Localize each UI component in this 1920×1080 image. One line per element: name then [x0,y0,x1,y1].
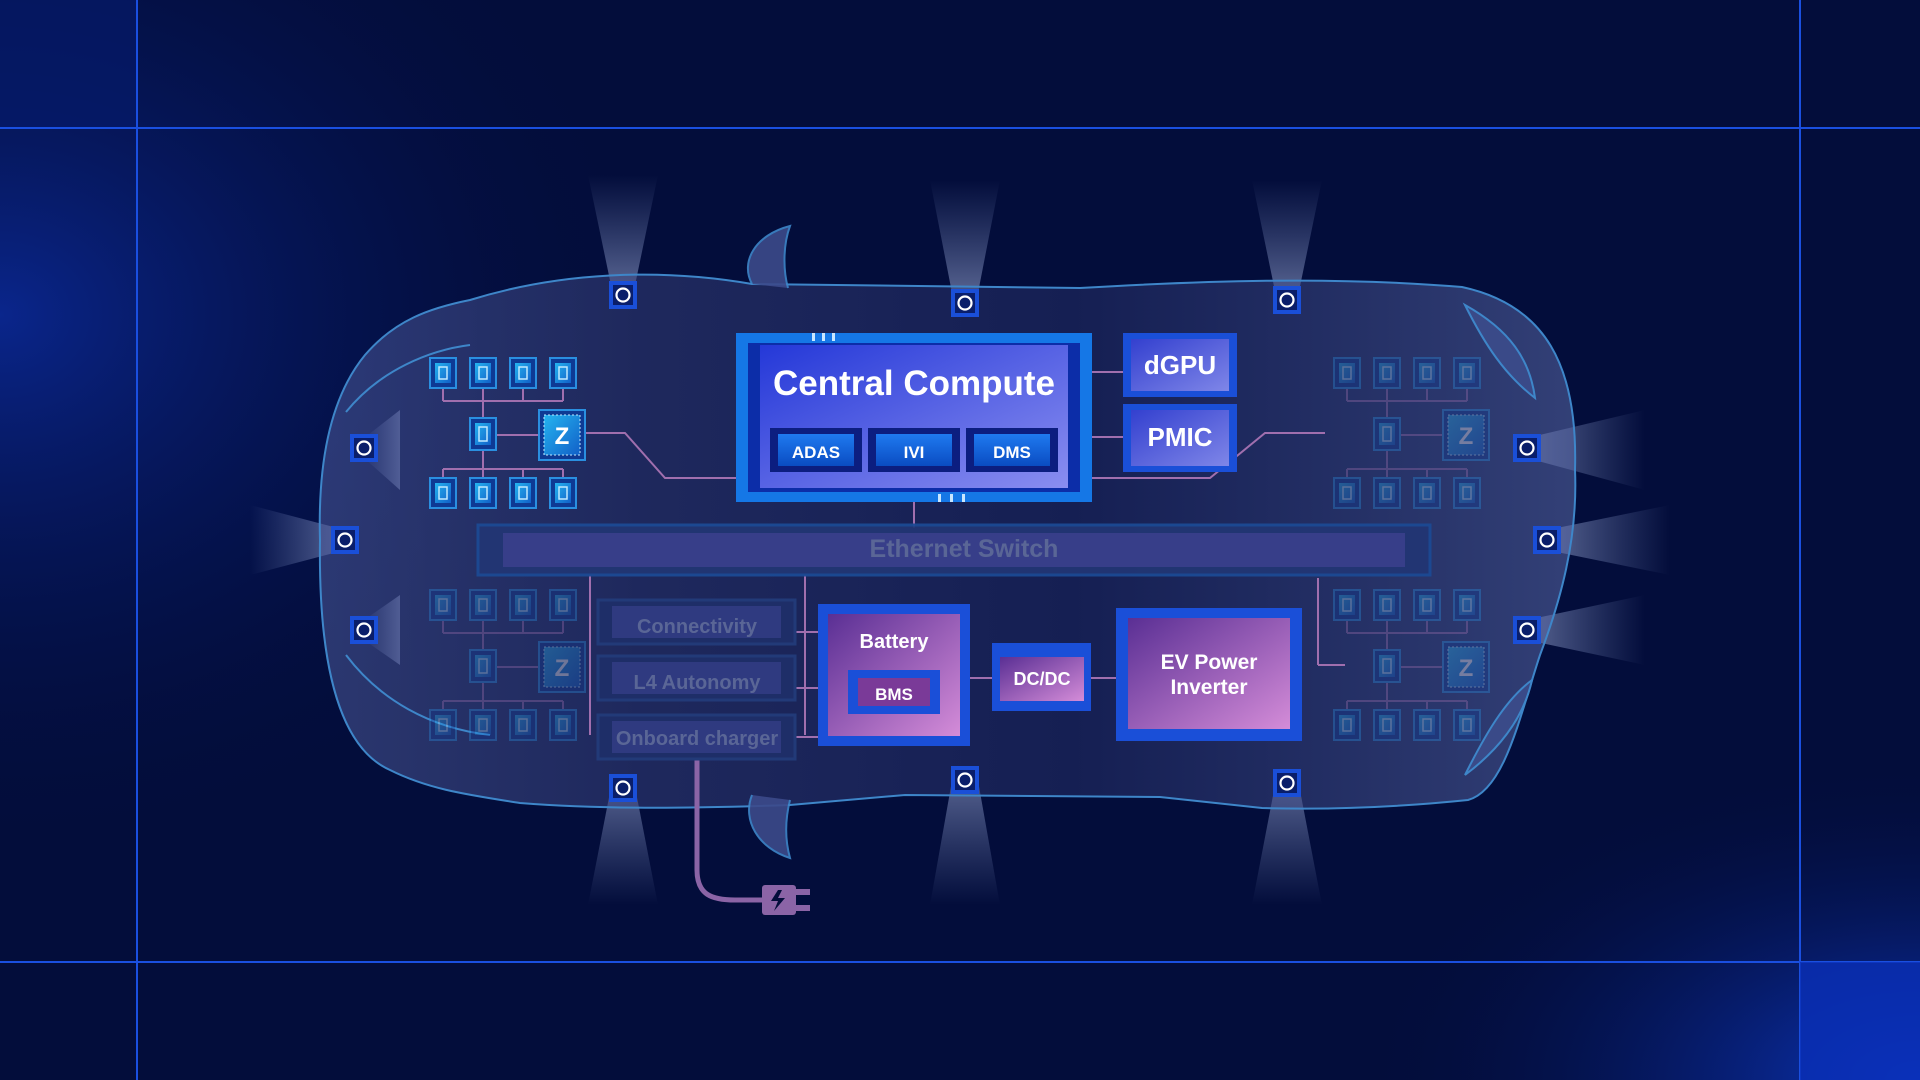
ev-power-inverter-label-line2: Inverter [1170,676,1247,699]
central-compute-label: Central Compute [773,364,1055,403]
onboard-charger-label: Onboard charger [616,728,778,750]
ivi-chip[interactable]: IVI [868,428,960,472]
camera-sensor-icon [350,434,378,462]
onboard-charger-module[interactable]: Onboard charger [596,713,797,761]
zone-letter: Z [555,655,570,682]
chip-icon [549,477,577,509]
connectivity-label: Connectivity [637,616,758,638]
chip-icon [549,357,577,389]
camera-sensor-icon [1273,286,1301,314]
chip-icon [1453,589,1481,621]
dgpu-label: dGPU [1144,350,1216,380]
chip-icon [1373,589,1401,621]
chip-icon [1413,589,1441,621]
chip-icon [549,709,577,741]
car-taillight-right-bottom [1464,677,1534,776]
chip-icon [469,477,497,509]
chip-icon [469,649,497,683]
ethernet-switch-label: Ethernet Switch [870,535,1059,563]
camera-sensor-icon [1513,616,1541,644]
dms-label: DMS [993,443,1031,462]
chip-icon [1333,589,1361,621]
chip-icon [469,709,497,741]
camera-sensor-icon [1533,526,1561,554]
chip-icon [1373,649,1401,683]
chip-icon [1373,477,1401,509]
camera-sensor-icon [1273,769,1301,797]
chip-icon [1373,709,1401,741]
bms-label: BMS [875,685,913,704]
chip-icon [469,357,497,389]
ev-power-inverter-label-line1: EV Power [1161,651,1258,674]
chip-icon [1453,709,1481,741]
chip-icon [1453,357,1481,389]
camera-sensor-icon [609,281,637,309]
adas-label: ADAS [792,443,840,462]
zone-controller-chip: Z [538,641,586,693]
chip-icon [1333,477,1361,509]
chip-icon [509,477,537,509]
dgpu-module[interactable]: dGPU [1123,333,1237,397]
chip-icon [1373,417,1401,451]
dcdc-module[interactable]: DC/DC [992,643,1091,711]
chip-icon [1373,357,1401,389]
camera-sensor-icon [350,616,378,644]
zone-letter: Z [1459,655,1474,682]
car-headlight-left-bottom [345,654,491,736]
chip-icon [509,357,537,389]
car-taillight-right-top [1462,302,1537,401]
dcdc-label: DC/DC [1014,669,1071,689]
frame-corner-bottom-right [1800,962,1920,1080]
camera-sensor-icon [609,774,637,802]
zone-controller-chip: Z [1442,409,1490,461]
camera-sensor-icon [1513,434,1541,462]
zone-controller-rear-right: Z [1333,589,1490,741]
zone-letter: Z [1459,423,1474,450]
dms-chip[interactable]: DMS [966,428,1058,472]
chip-icon [429,709,457,741]
chip-icon [509,709,537,741]
zone-controller-chip: Z [538,409,586,461]
ethernet-switch-body [503,533,1405,567]
zone-controller-chip: Z [1442,641,1490,693]
frame-corner-top-left [0,0,137,128]
ev-power-inverter-module[interactable]: EV Power Inverter [1116,608,1302,741]
l4-autonomy-label: L4 Autonomy [633,672,761,694]
zone-controller-front-left: Z [429,357,586,509]
battery-label: Battery [860,631,930,653]
camera-sensor-icon [951,289,979,317]
bms-chip[interactable]: BMS [848,670,940,714]
chip-icon [429,589,457,621]
chip-icon [1413,709,1441,741]
chip-icon [1413,477,1441,509]
central-compute-module[interactable]: Central Compute [736,333,1092,502]
ev-plug-icon [762,885,810,915]
camera-sensor-icon [331,526,359,554]
chip-icon [1453,477,1481,509]
chip-icon [429,357,457,389]
l4-autonomy-module[interactable]: L4 Autonomy [596,654,797,702]
adas-chip[interactable]: ADAS [770,428,862,472]
chip-icon [469,417,497,451]
pmic-module[interactable]: PMIC [1123,404,1237,472]
chip-icon [469,589,497,621]
chip-icon [1333,357,1361,389]
zone-letter: Z [555,423,570,450]
zone-controller-front-right: Z [1333,357,1490,509]
chip-icon [1333,709,1361,741]
ivi-label: IVI [904,443,925,462]
zone-controller-rear-left: Z [429,589,586,741]
car-mirror-top [746,224,792,289]
camera-sensor-icon [951,766,979,794]
connectivity-module[interactable]: Connectivity [596,598,797,646]
chip-icon [1413,357,1441,389]
sensors [331,281,1561,802]
chip-icon [549,589,577,621]
chip-icon [429,477,457,509]
car-mirror-bottom [748,794,792,860]
chip-icon [509,589,537,621]
car-headlight-left-top [345,344,471,413]
pmic-label: PMIC [1148,422,1213,452]
